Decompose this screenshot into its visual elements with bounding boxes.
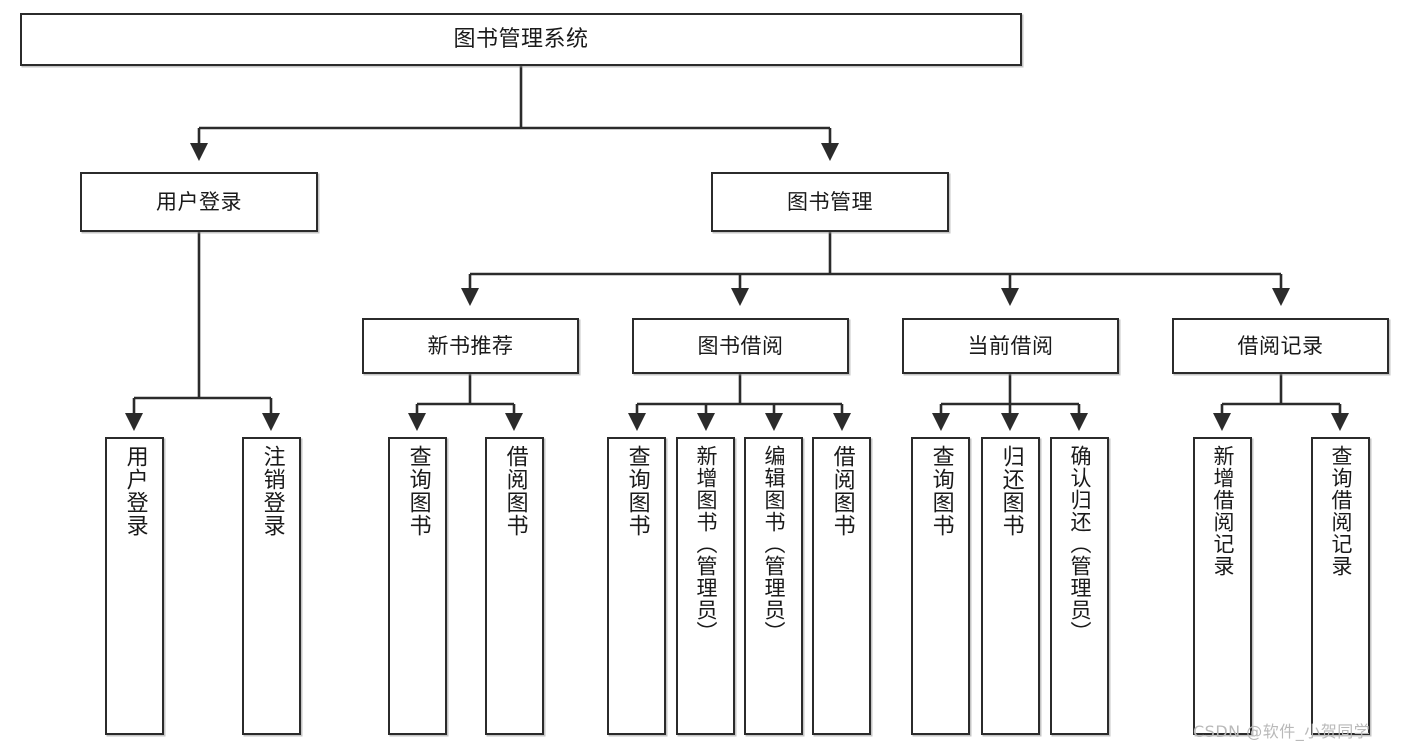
leaf-confirm-return[interactable]: 确认归还（管理员） [1050, 437, 1109, 735]
leaf-borrow-book-recommend[interactable]: 借阅图书 [485, 437, 544, 735]
node-book-borrow[interactable]: 图书借阅 [632, 318, 849, 374]
leaf-add-book[interactable]: 新增图书（管理员） [676, 437, 735, 735]
leaf-borrow-book[interactable]: 借阅图书 [812, 437, 871, 735]
node-current-borrow[interactable]: 当前借阅 [902, 318, 1119, 374]
node-new-book-recommend[interactable]: 新书推荐 [362, 318, 579, 374]
node-label: 确认归还（管理员） [1067, 445, 1092, 643]
leaf-return-book[interactable]: 归还图书 [981, 437, 1040, 735]
node-borrow-record[interactable]: 借阅记录 [1172, 318, 1389, 374]
node-label: 新增借阅记录 [1210, 445, 1235, 577]
leaf-query-book-recommend[interactable]: 查询图书 [388, 437, 447, 735]
node-root-book-management-system[interactable]: 图书管理系统 [20, 13, 1022, 66]
node-label: 借阅记录 [1237, 333, 1324, 358]
leaf-edit-book[interactable]: 编辑图书（管理员） [744, 437, 803, 735]
node-label: 新书推荐 [427, 333, 514, 358]
node-label: 查询借阅记录 [1328, 445, 1353, 577]
node-label: 图书借阅 [697, 333, 784, 358]
node-label: 查询图书 [624, 445, 650, 537]
node-label: 编辑图书（管理员） [761, 445, 786, 643]
node-label: 用户登录 [122, 445, 148, 537]
node-label: 图书管理系统 [453, 26, 589, 52]
leaf-add-borrow-record[interactable]: 新增借阅记录 [1193, 437, 1252, 735]
leaf-user-login[interactable]: 用户登录 [105, 437, 164, 735]
node-book-manage[interactable]: 图书管理 [711, 172, 949, 232]
leaf-query-book-borrow[interactable]: 查询图书 [607, 437, 666, 735]
csdn-watermark: CSDN @软件_小贺同学 [1193, 722, 1371, 741]
node-user-login[interactable]: 用户登录 [80, 172, 318, 232]
node-label: 借阅图书 [502, 445, 528, 537]
node-label: 当前借阅 [967, 333, 1054, 358]
node-label: 查询图书 [405, 445, 431, 537]
node-label: 新增图书（管理员） [693, 445, 718, 643]
node-label: 借阅图书 [829, 445, 855, 537]
node-label: 图书管理 [787, 189, 873, 214]
node-label: 注销登录 [259, 445, 285, 537]
node-label: 用户登录 [156, 189, 242, 214]
leaf-logout-login[interactable]: 注销登录 [242, 437, 301, 735]
node-label: 查询图书 [928, 445, 954, 537]
leaf-query-borrow-record[interactable]: 查询借阅记录 [1311, 437, 1370, 735]
leaf-query-book-current[interactable]: 查询图书 [911, 437, 970, 735]
node-label: 归还图书 [998, 445, 1024, 537]
